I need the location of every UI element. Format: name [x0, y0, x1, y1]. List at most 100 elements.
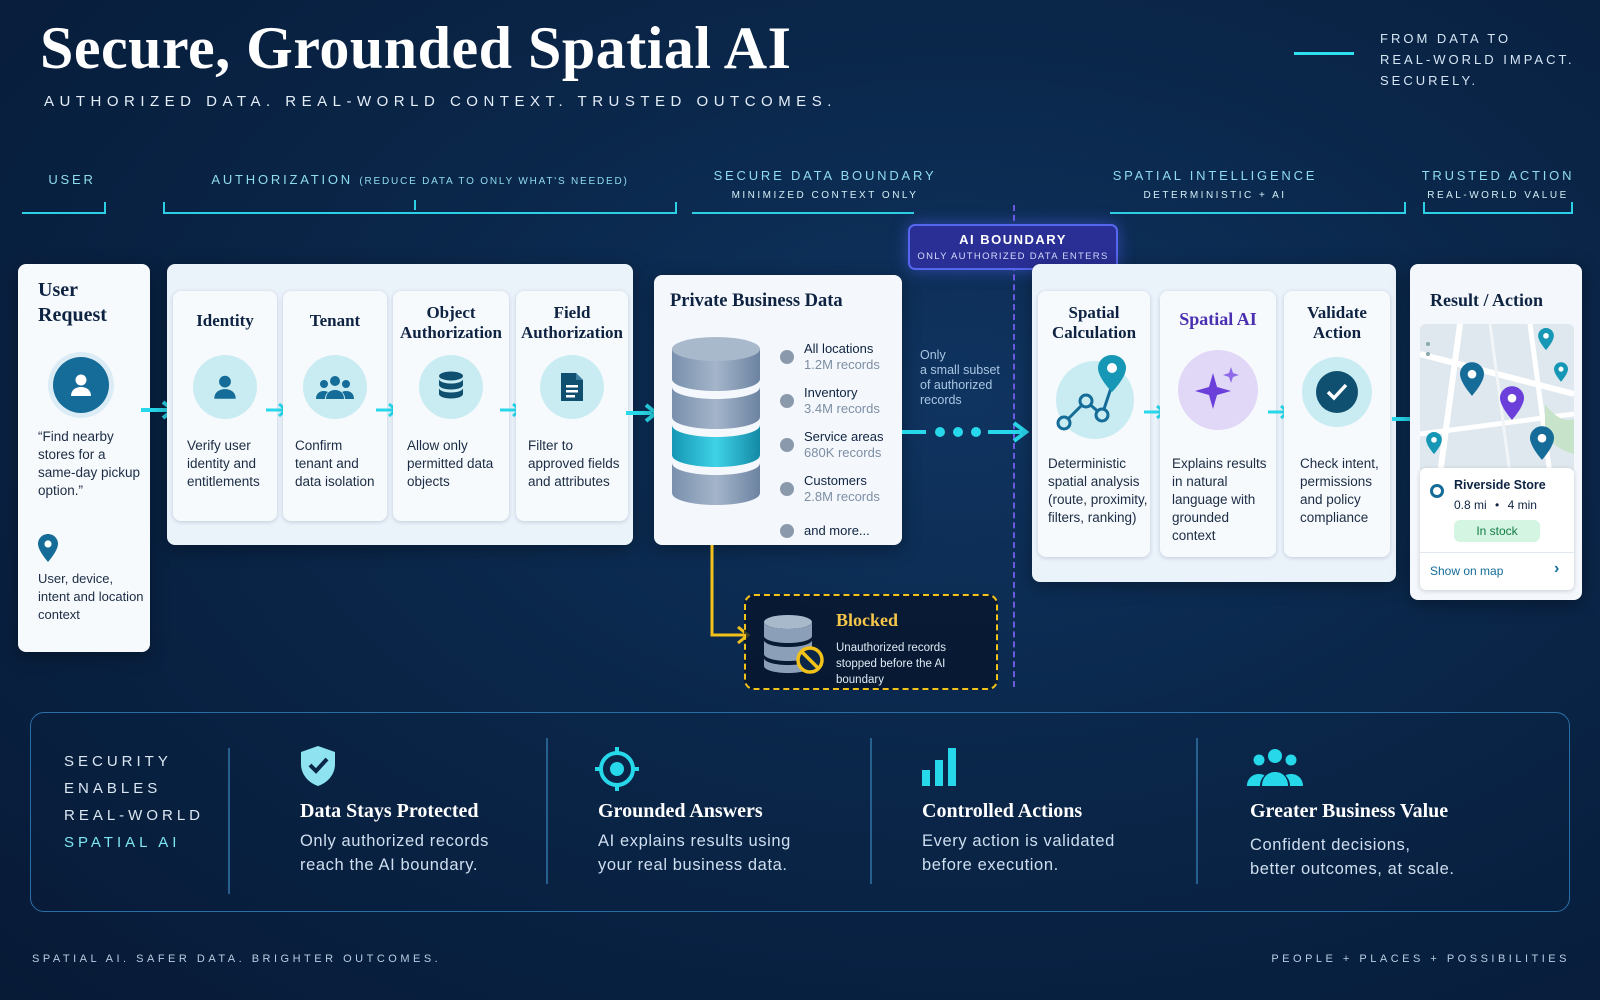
store-time: 4 min — [1507, 498, 1537, 512]
step-validate-desc: Check intent, permissions and policy com… — [1300, 456, 1379, 525]
user-request-title: User Request — [38, 278, 107, 328]
data-item-label: Inventory — [804, 385, 858, 400]
benefits-lead-line-2: ENABLES — [64, 780, 162, 797]
step-field-title-line-2: Authorization — [521, 323, 623, 342]
store-meta: 0.8 mi • 4 min — [1454, 498, 1537, 512]
map-pin-icon — [1554, 362, 1568, 382]
user-request-context: User, device, intent and location contex… — [38, 571, 144, 622]
bar-chart-icon — [920, 744, 960, 793]
benefits-lead-line-1: SECURITY — [64, 753, 172, 770]
tagline: FROM DATA TO REAL-WORLD IMPACT. SECURELY… — [1380, 28, 1575, 91]
tagline-accent-line — [1294, 52, 1354, 55]
result-title: Result / Action — [1430, 290, 1544, 310]
subset-note-line-4: records — [920, 393, 962, 407]
document-icon — [540, 355, 604, 419]
ai-boundary-sub: ONLY AUTHORIZED DATA ENTERS — [917, 251, 1109, 262]
benefits-lead-line-3: REAL-WORLD — [64, 807, 205, 824]
data-item-label: and more... — [804, 523, 870, 538]
ai-boundary-title: AI BOUNDARY — [959, 232, 1067, 247]
data-item-value: 3.4M records — [804, 401, 880, 416]
data-item-label: Service areas — [804, 429, 884, 444]
footer-right: PEOPLE + PLACES + POSSIBILITIES — [1271, 953, 1570, 965]
map-pin-icon — [1530, 426, 1554, 460]
sparkle-icon — [1178, 350, 1258, 430]
benefit-title-2: Grounded Answers — [598, 800, 763, 822]
store-distance: 0.8 mi — [1454, 498, 1487, 512]
step-object-title-line-2: Authorization — [400, 323, 502, 342]
section-trusted-label: TRUSTED ACTION — [1421, 168, 1575, 183]
benefit-title-3: Controlled Actions — [922, 800, 1083, 822]
step-spatial-ai-desc: Explains results in natural language wit… — [1172, 456, 1267, 543]
section-boundary: SECURE DATA BOUNDARY MINIMIZED CONTEXT O… — [690, 168, 960, 201]
user-icon — [53, 357, 109, 413]
step-spatial-calc-title-line-1: Spatial — [1068, 303, 1120, 322]
benefit-desc-4-line-1: Confident decisions, — [1250, 836, 1411, 854]
section-authorization-bracket — [163, 202, 677, 214]
benefits-panel — [30, 712, 1570, 912]
section-authorization-note: (REDUCE DATA TO ONLY WHAT'S NEEDED) — [359, 176, 629, 187]
step-field-authorization: Field Authorization Filter to approved f… — [516, 291, 628, 521]
step-tenant: Tenant Confirm tenant and data isolation — [283, 291, 387, 521]
benefit-desc-3-line-2: before execution. — [922, 856, 1059, 874]
benefit-title-1: Data Stays Protected — [300, 800, 479, 822]
chevron-right-icon[interactable]: › — [1554, 560, 1560, 577]
database-stack-icon — [670, 335, 762, 520]
location-pin-icon — [38, 534, 58, 567]
blocked-title: Blocked — [836, 610, 899, 630]
section-boundary-sub: MINIMIZED CONTEXT ONLY — [731, 190, 919, 201]
store-result[interactable]: Riverside Store 0.8 mi • 4 min In stock … — [1420, 468, 1574, 590]
tagline-line-2: REAL-WORLD IMPACT. — [1380, 52, 1575, 67]
step-validate-title: Validate Action — [1284, 303, 1390, 343]
section-spatial-label: SPATIAL INTELLIGENCE — [1112, 168, 1318, 183]
shield-check-icon — [298, 744, 338, 793]
blocked-desc-line-2: stopped before the AI boundary — [836, 658, 946, 686]
data-item-dot — [780, 394, 794, 408]
user-request-quote: “Find nearby stores for a same-day picku… — [38, 429, 141, 498]
section-boundary-label: SECURE DATA BOUNDARY — [713, 168, 937, 183]
result-map[interactable] — [1420, 324, 1574, 474]
user-request-card: User Request “Find nearby stores for a s… — [18, 264, 150, 652]
store-name: Riverside Store — [1454, 478, 1546, 492]
benefits-lead: SECURITY ENABLES REAL-WORLD SPATIAL AI — [64, 748, 204, 856]
subset-note: Only a small subset of authorized record… — [920, 348, 1000, 408]
section-trusted-bracket — [1423, 202, 1573, 214]
subset-note-line-2: a small subset — [920, 363, 1000, 377]
section-authorization-tick — [414, 200, 416, 210]
show-on-map-link[interactable]: Show on map — [1430, 564, 1504, 578]
store-marker-icon — [1430, 484, 1444, 498]
step-spatial-ai-title: Spatial AI — [1179, 309, 1257, 329]
step-spatial-ai: Spatial AI Explains results in natural l… — [1160, 291, 1276, 557]
selected-store-pin-icon — [1500, 386, 1524, 420]
user-request-title-line-2: Request — [38, 304, 107, 326]
step-object-title: Object Authorization — [393, 303, 509, 343]
data-item-dot — [780, 482, 794, 496]
benefits-divider — [228, 748, 230, 894]
blocked-desc: Unauthorized records stopped before the … — [836, 640, 996, 688]
step-spatial-calculation: Spatial Calculation Deterministic spatia… — [1038, 291, 1150, 557]
section-boundary-line — [692, 202, 914, 214]
ai-boundary-line — [1013, 205, 1015, 687]
step-validate-title-line-1: Validate — [1307, 303, 1367, 322]
benefits-lead-line-4: SPATIAL AI — [64, 834, 181, 851]
data-item-value: 1.2M records — [804, 357, 880, 372]
benefit-desc-2-line-1: AI explains results using — [598, 832, 791, 850]
section-spatial: SPATIAL INTELLIGENCE DETERMINISTIC + AI — [1080, 168, 1350, 201]
section-spatial-bracket — [1110, 202, 1406, 214]
data-item-label: Customers — [804, 473, 867, 488]
step-identity-title: Identity — [196, 311, 254, 330]
step-identity-desc: Verify user identity and entitlements — [187, 438, 260, 489]
data-item-label: All locations — [804, 341, 874, 356]
user-avatar — [48, 352, 114, 418]
private-data-title: Private Business Data — [670, 291, 843, 311]
step-spatial-calc-desc: Deterministic spatial analysis (route, p… — [1048, 456, 1148, 525]
step-object-authorization: Object Authorization Allow only permitte… — [393, 291, 509, 521]
benefits-divider — [870, 738, 872, 884]
subset-note-line-3: of authorized — [920, 378, 993, 392]
benefit-desc-4-line-2: better outcomes, at scale. — [1250, 860, 1455, 878]
group-icon — [303, 355, 367, 419]
step-field-title: Field Authorization — [516, 303, 628, 343]
